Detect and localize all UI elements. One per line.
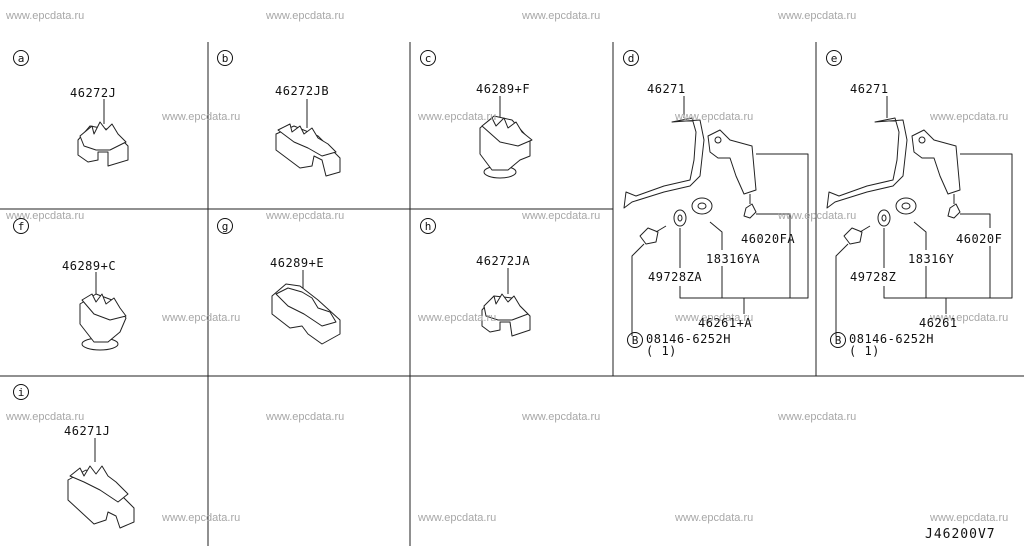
e-bolt-part: 08146-6252H [849,332,934,346]
watermark: www.epcdata.ru [418,312,497,324]
e-washer-part: 49728Z [850,270,897,284]
watermark: www.epcdata.ru [522,411,601,423]
watermark: www.epcdata.ru [6,411,85,423]
watermark: www.epcdata.ru [266,411,345,423]
panel-f-letter: f [13,218,29,234]
e-bolt-qty: ( 1) [849,344,880,358]
d-grommet-part: 18316YA [706,252,761,266]
watermark: www.epcdata.ru [930,512,1009,524]
watermark: www.epcdata.ru [418,512,497,524]
diagram-code: J46200V7 [925,527,996,542]
assembly-e-drawing [826,96,1013,336]
watermark: www.epcdata.ru [675,312,754,324]
panel-d-letter: d [623,50,639,66]
clip-i-drawing [67,438,135,529]
clip-b-drawing [275,99,341,177]
d-connector-part: 46020FA [741,232,796,246]
watermark: www.epcdata.ru [930,312,1009,324]
part-number-i: 46271J [64,424,111,438]
watermark: www.epcdata.ru [418,111,497,123]
part-number-h: 46272JA [476,254,531,268]
e-bolt-circle: B [830,332,846,348]
e-grommet-part: 18316Y [908,252,955,266]
clip-a-drawing [77,99,129,167]
watermark: www.epcdata.ru [778,210,857,222]
panel-i-letter: i [13,384,29,400]
e-assembly-part: 46261 [919,316,958,330]
watermark: www.epcdata.ru [6,10,85,22]
e-connector-part: 46020F [956,232,1003,246]
watermark: www.epcdata.ru [522,210,601,222]
watermark: www.epcdata.ru [162,312,241,324]
d-washer-part: 49728ZA [648,270,703,284]
watermark: www.epcdata.ru [675,111,754,123]
panel-c-letter: c [420,50,436,66]
panel-e-letter: e [826,50,842,66]
part-number-f: 46289+C [62,259,117,273]
clip-g-drawing [271,270,341,345]
watermark: www.epcdata.ru [266,210,345,222]
part-number-c: 46289+F [476,82,531,96]
watermark: www.epcdata.ru [162,512,241,524]
e-bracket-part: 46271 [850,82,889,96]
clip-c-drawing [479,96,533,179]
panel-grid [0,42,1024,546]
panel-a-letter: a [13,50,29,66]
assembly-d-drawing [623,96,809,336]
d-bolt-qty: ( 1) [646,344,677,358]
clip-f-drawing [79,272,127,351]
clip-h-drawing [481,268,531,337]
part-number-a: 46272J [70,86,117,100]
watermark: www.epcdata.ru [778,411,857,423]
d-bolt-part: 08146-6252H [646,332,731,346]
watermark: www.epcdata.ru [522,10,601,22]
watermark: www.epcdata.ru [266,10,345,22]
part-number-g: 46289+E [270,256,325,270]
watermark: www.epcdata.ru [675,512,754,524]
panel-g-letter: g [217,218,233,234]
d-bolt-circle: B [627,332,643,348]
panel-h-letter: h [420,218,436,234]
d-bracket-part: 46271 [647,82,686,96]
watermark: www.epcdata.ru [162,111,241,123]
part-number-b: 46272JB [275,84,330,98]
d-assembly-part: 46261+A [698,316,753,330]
watermark: www.epcdata.ru [778,10,857,22]
watermark: www.epcdata.ru [930,111,1009,123]
panel-b-letter: b [217,50,233,66]
